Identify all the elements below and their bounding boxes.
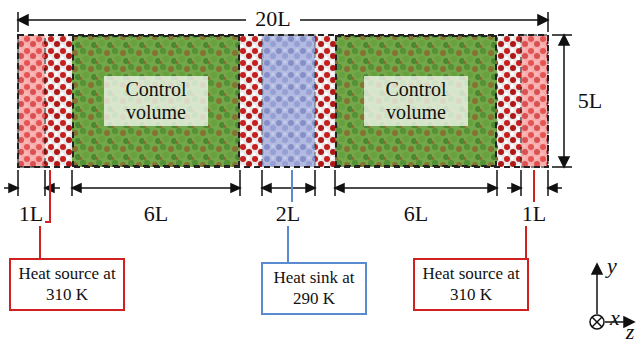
axis-label: y <box>607 254 617 278</box>
region-label: Control volume <box>364 76 468 126</box>
region-label: Control volume <box>104 76 208 126</box>
box-text: Heat source at 310 K <box>420 264 522 305</box>
control-volume-box: Control volume <box>335 35 497 167</box>
dimension-label: 6L <box>402 202 430 226</box>
heat-label-box: Heat source at 310 K <box>9 258 125 311</box>
control-volume-box: Control volume <box>72 35 240 167</box>
dimension-label: 1L <box>17 202 45 226</box>
axis-label: z <box>626 320 635 344</box>
box-text: Heat sink at 290 K <box>268 268 360 309</box>
heat-label-box: Heat sink at 290 K <box>261 262 367 315</box>
dimension-label: 1L <box>520 202 548 226</box>
dimension-label: 20L <box>253 7 292 31</box>
dimension-label: 5L <box>578 89 602 113</box>
dimension-label: 2L <box>274 202 302 226</box>
dimension-label: 6L <box>142 202 170 226</box>
box-text: Heat source at 310 K <box>16 264 118 305</box>
heat-label-box: Heat source at 310 K <box>413 258 529 311</box>
axis-label: x <box>610 306 620 330</box>
